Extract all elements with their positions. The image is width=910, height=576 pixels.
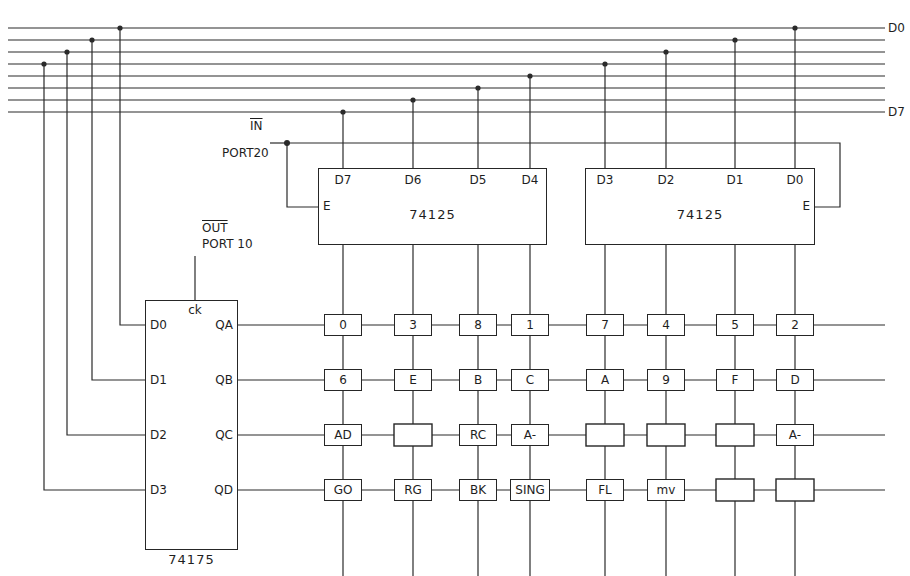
ic-chip: 74125 bbox=[318, 168, 547, 245]
pin-name: E bbox=[802, 199, 810, 213]
key-legend: 6 bbox=[339, 373, 347, 387]
key-button: A- bbox=[776, 424, 814, 446]
key-legend: RG bbox=[404, 483, 422, 497]
key-legend: E bbox=[409, 373, 417, 387]
key-legend: RC bbox=[470, 428, 486, 442]
key-legend: A- bbox=[789, 428, 801, 442]
key-legend: 9 bbox=[662, 373, 670, 387]
key-button: 5 bbox=[716, 314, 754, 336]
key-button: C bbox=[511, 369, 549, 391]
ic-chip: 74175 bbox=[145, 300, 238, 550]
bus-line-name: D7 bbox=[888, 105, 905, 119]
key-legend: 2 bbox=[791, 318, 799, 332]
pin-name: D2 bbox=[150, 428, 167, 442]
key-button: 4 bbox=[647, 314, 685, 336]
key-legend: SING bbox=[515, 483, 544, 497]
key-button: SING bbox=[510, 479, 550, 501]
pin-name: QC bbox=[215, 428, 233, 442]
key-legend: 8 bbox=[474, 318, 482, 332]
key-button: RG bbox=[394, 479, 432, 501]
key-legend: B bbox=[474, 373, 482, 387]
port-signal-name: IN bbox=[250, 119, 263, 133]
port-signal-name: PORT 10 bbox=[202, 237, 253, 251]
pin-name: D1 bbox=[150, 373, 167, 387]
key-legend: 7 bbox=[601, 318, 609, 332]
key-legend: BK bbox=[470, 483, 486, 497]
chip-name: 74125 bbox=[409, 207, 455, 222]
key-button: 7 bbox=[586, 314, 624, 336]
key-button: F bbox=[716, 369, 754, 391]
key-button: FL bbox=[586, 479, 624, 501]
key-button: D bbox=[776, 369, 814, 391]
key-button: BK bbox=[459, 479, 497, 501]
key-legend: mv bbox=[657, 483, 676, 497]
key-legend: D bbox=[790, 373, 799, 387]
key-legend: FL bbox=[598, 483, 612, 497]
pin-name: D1 bbox=[727, 173, 744, 187]
key-legend: A- bbox=[524, 428, 536, 442]
pin-name: D0 bbox=[787, 173, 804, 187]
pin-name: D4 bbox=[522, 173, 539, 187]
key-button: E bbox=[394, 369, 432, 391]
ic-chip: 74125 bbox=[585, 168, 815, 245]
key-button: 1 bbox=[511, 314, 549, 336]
chip-name: 74125 bbox=[677, 207, 723, 222]
port-signal-name: OUT bbox=[202, 221, 228, 235]
key-button: RC bbox=[459, 424, 497, 446]
pin-name: D6 bbox=[405, 173, 422, 187]
key-button: 0 bbox=[324, 314, 362, 336]
key-button: mv bbox=[647, 479, 685, 501]
key-legend: A bbox=[601, 373, 609, 387]
key-legend: 1 bbox=[526, 318, 534, 332]
port-signal-name: ck bbox=[188, 303, 202, 317]
key-legend: 0 bbox=[339, 318, 347, 332]
key-button: AD bbox=[324, 424, 362, 446]
pin-name: D3 bbox=[597, 173, 614, 187]
pin-name: QA bbox=[215, 318, 233, 332]
key-button: A- bbox=[511, 424, 549, 446]
pin-name: QB bbox=[215, 373, 233, 387]
key-legend: 5 bbox=[731, 318, 739, 332]
pin-name: D2 bbox=[658, 173, 675, 187]
key-legend: F bbox=[732, 373, 739, 387]
key-button: GO bbox=[324, 479, 362, 501]
key-button: 3 bbox=[394, 314, 432, 336]
pin-name: D7 bbox=[335, 173, 352, 187]
bus-line-name: D0 bbox=[888, 21, 905, 35]
pin-name: D0 bbox=[150, 318, 167, 332]
key-button: B bbox=[459, 369, 497, 391]
key-legend: GO bbox=[334, 483, 353, 497]
port-signal-name: PORT20 bbox=[222, 146, 269, 160]
key-button: 9 bbox=[647, 369, 685, 391]
key-button: 2 bbox=[776, 314, 814, 336]
pin-name: E bbox=[323, 199, 331, 213]
pin-name: QD bbox=[214, 483, 233, 497]
key-legend: 3 bbox=[409, 318, 417, 332]
chip-name: 74175 bbox=[146, 552, 237, 567]
key-button: 6 bbox=[324, 369, 362, 391]
pin-name: D3 bbox=[150, 483, 167, 497]
key-legend: 4 bbox=[662, 318, 670, 332]
key-button: A bbox=[586, 369, 624, 391]
pin-name: D5 bbox=[470, 173, 487, 187]
key-button: 8 bbox=[459, 314, 497, 336]
key-legend: AD bbox=[334, 428, 351, 442]
key-legend: C bbox=[526, 373, 534, 387]
